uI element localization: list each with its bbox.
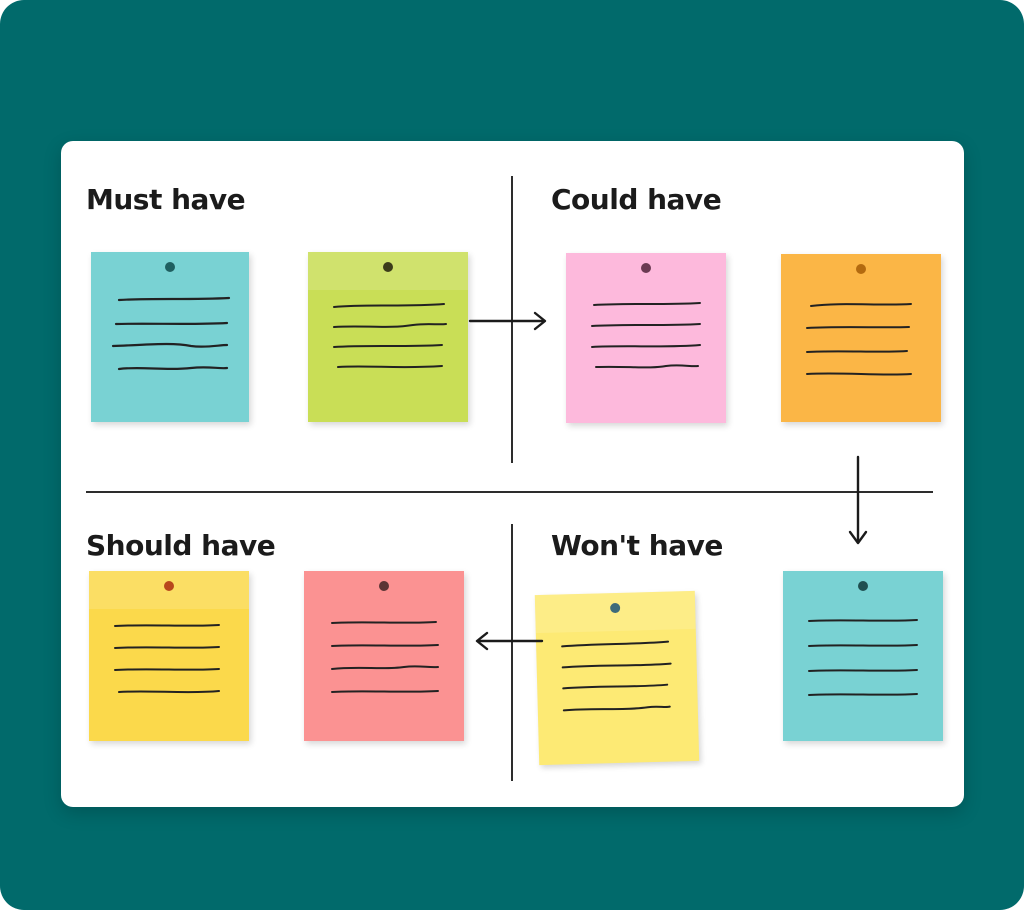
sticky-note-could-1[interactable] xyxy=(566,253,726,423)
must-have-title: Must have xyxy=(86,183,246,216)
pin-icon xyxy=(641,263,651,273)
should-have-title: Should have xyxy=(86,529,276,562)
pin-icon xyxy=(379,581,389,591)
wont-have-title: Won't have xyxy=(551,529,723,562)
could-have-title: Could have xyxy=(551,183,722,216)
sticky-note-must-2[interactable] xyxy=(308,252,468,422)
scribble-lines xyxy=(591,302,701,369)
pin-icon xyxy=(858,581,868,591)
sticky-note-wont-1[interactable] xyxy=(534,590,700,766)
scribble-lines xyxy=(333,303,447,369)
sticky-note-could-2[interactable] xyxy=(781,254,941,422)
sticky-note-wont-2[interactable] xyxy=(783,571,943,741)
scribble-lines xyxy=(806,303,912,376)
scribble-lines xyxy=(561,640,672,712)
pin-icon xyxy=(856,264,866,274)
pin-icon xyxy=(383,262,393,272)
scribble-lines xyxy=(114,624,220,694)
scribble-lines xyxy=(331,621,439,693)
sticky-note-should-1[interactable] xyxy=(89,571,249,741)
vertical-divider-top xyxy=(511,176,513,463)
scribble-lines xyxy=(111,296,231,371)
horizontal-divider xyxy=(86,491,933,493)
moscow-board: Must have Could have Should have Won't h… xyxy=(61,141,964,807)
sticky-note-must-1[interactable] xyxy=(91,252,249,422)
vertical-divider-bottom xyxy=(511,524,513,781)
scribble-lines xyxy=(808,619,918,696)
pin-icon xyxy=(164,581,174,591)
sticky-note-should-2[interactable] xyxy=(304,571,464,741)
pin-icon xyxy=(165,262,175,272)
